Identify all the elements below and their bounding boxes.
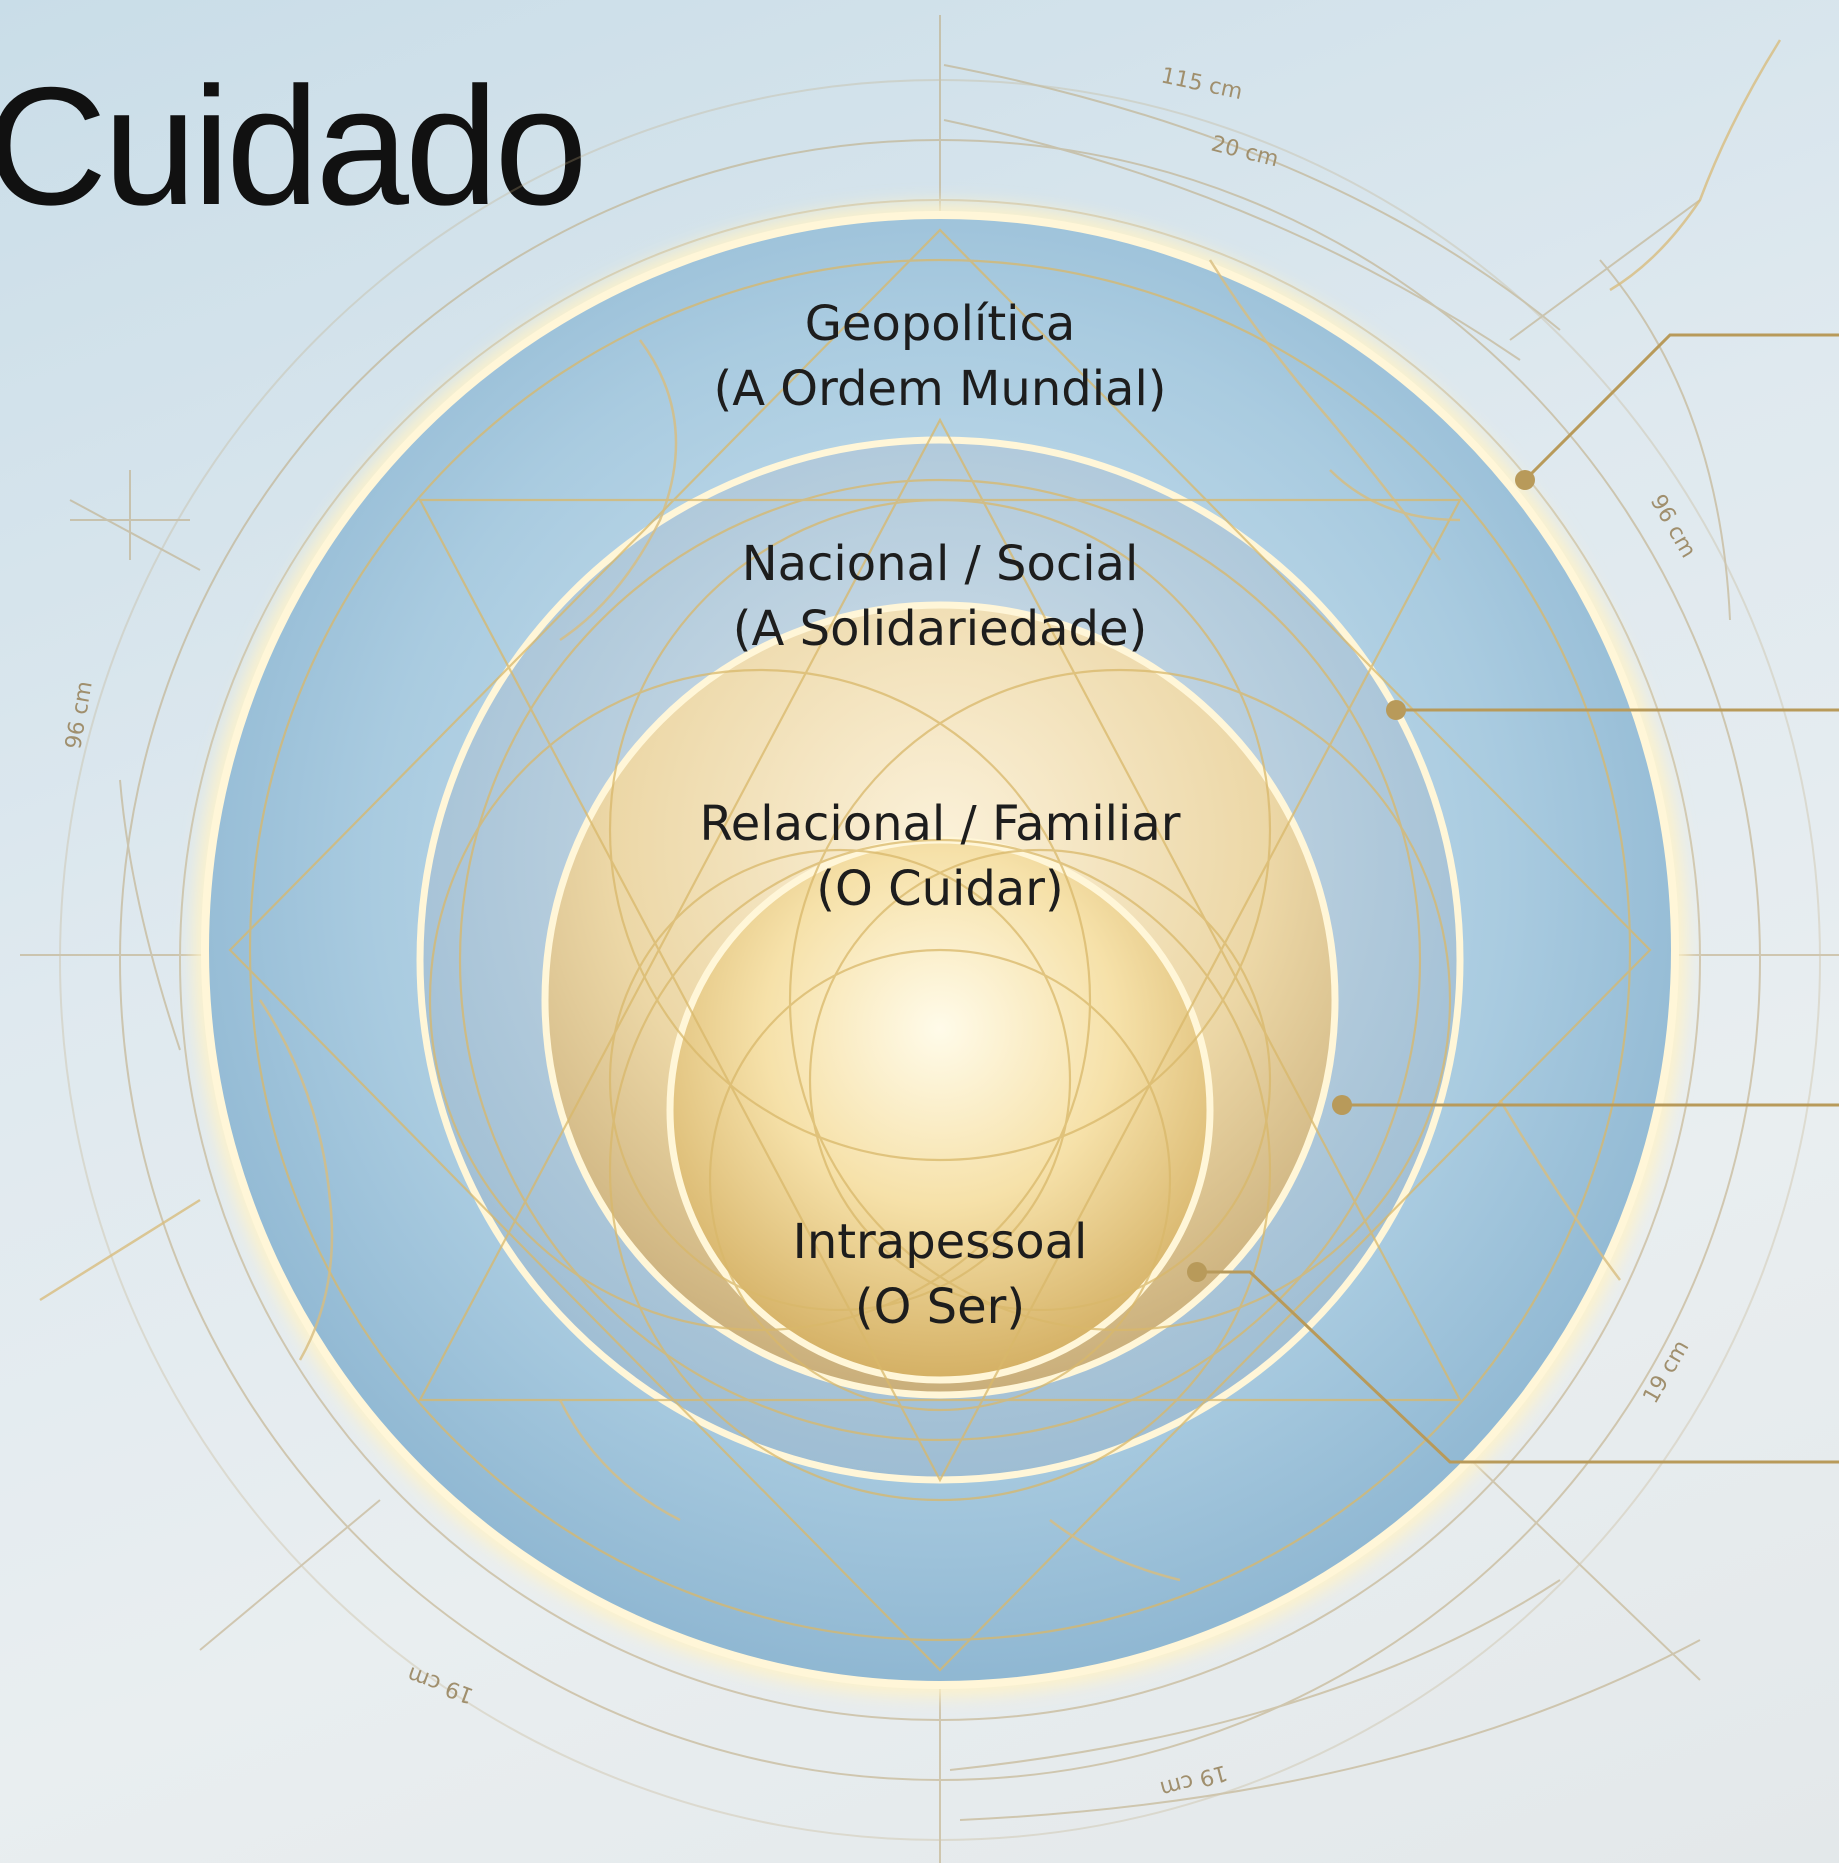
dimension-bottom-left: 19 cm — [404, 1661, 477, 1708]
callout-lines — [1197, 333, 1839, 1464]
dimension-right-upper: 96 cm — [1645, 491, 1701, 563]
dimension-left: 96 cm — [61, 679, 98, 751]
blueprint-lines — [20, 15, 1839, 1863]
layer-4-name: Intrapessoal — [793, 1214, 1088, 1270]
diagram-title: Cuidado — [0, 52, 588, 240]
layer-3-subtitle: (O Cuidar) — [816, 861, 1063, 917]
callout-dot-nacional-social — [1386, 700, 1406, 720]
callout-dot-relacional-familiar — [1332, 1095, 1352, 1115]
layer-2-name: Nacional / Social — [742, 536, 1139, 592]
dimension-right-lower: 19 cm — [1639, 1336, 1695, 1408]
callout-dot-geopolitica — [1515, 470, 1535, 490]
sacred-geometry — [228, 228, 1652, 1672]
layer-3-name: Relacional / Familiar — [700, 796, 1181, 852]
layer-1-subtitle: (A Ordem Mundial) — [713, 361, 1166, 417]
layer-2-subtitle: (A Solidariedade) — [733, 601, 1147, 657]
callout-dot-intrapessoal — [1187, 1262, 1207, 1282]
dimension-top-outer: 115 cm — [1159, 63, 1245, 105]
dimension-top-inner: 20 cm — [1209, 132, 1282, 173]
layer-4-subtitle: (O Ser) — [855, 1279, 1025, 1335]
marble-veins — [39, 39, 1782, 1582]
layer-1-name: Geopolítica — [805, 296, 1076, 352]
